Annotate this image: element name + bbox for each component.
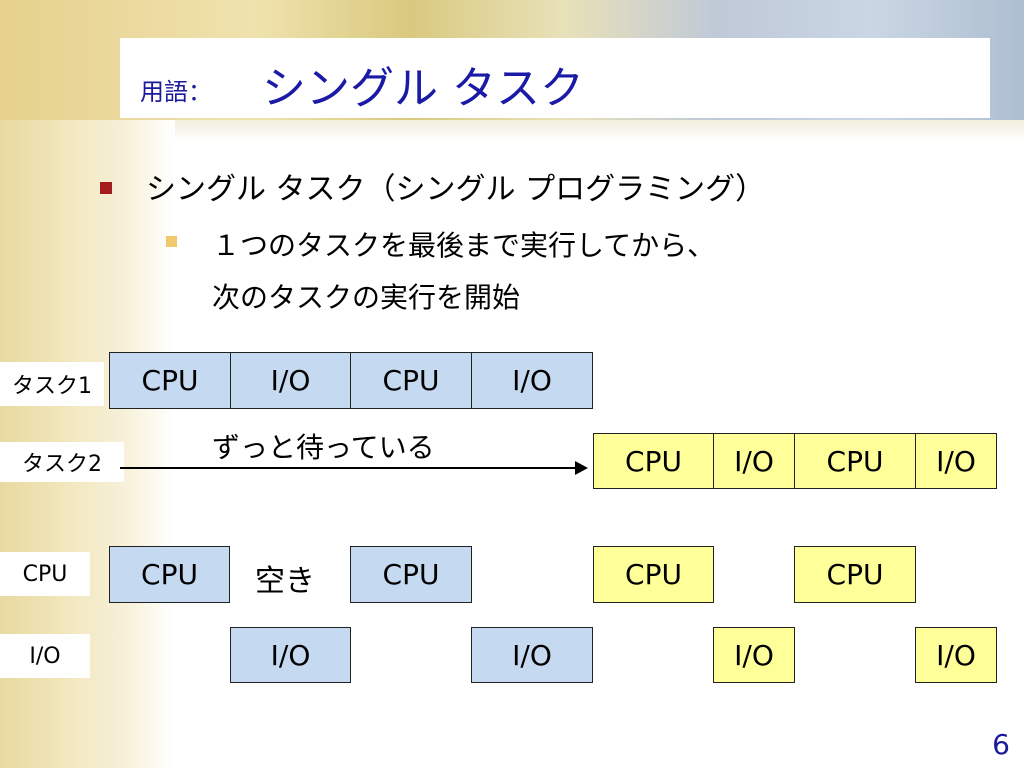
background-top-fade [175,120,1024,142]
task2-box-cpu-1: CPU [593,433,714,489]
task1-box-cpu-2: CPU [350,352,472,409]
square-bullet-icon [100,182,112,194]
io-timeline-task1-a: I/O [230,627,351,683]
title-panel [120,38,990,118]
task1-box-io-2: I/O [471,352,593,409]
row-label-task2: タスク2 [0,442,124,482]
task2-box-io-1: I/O [713,433,795,489]
page-number: 6 [992,728,1010,761]
cpu-timeline-task1-a: CPU [109,546,230,603]
square-bullet-icon [166,236,177,247]
bullet-level2-line1: １つのタスクを最後まで実行してから、 [212,229,716,262]
row-label-io: I/O [0,634,90,678]
title-prefix: 用語： [140,78,212,106]
task2-box-io-2: I/O [915,433,997,489]
io-timeline-task1-b: I/O [471,627,593,683]
bullet-level1: シングル タスク（シングル プログラミング） [146,172,766,207]
task2-box-cpu-2: CPU [794,433,916,489]
cpu-timeline-task2-a: CPU [593,546,714,603]
task1-box-cpu-1: CPU [109,352,231,409]
slide-title: シングル タスク [262,63,584,114]
task1-box-io-1: I/O [230,352,351,409]
cpu-timeline-task1-b: CPU [350,546,472,603]
io-timeline-task2-b: I/O [915,627,997,683]
io-timeline-task2-a: I/O [713,627,795,683]
row-label-task1: タスク1 [0,362,104,406]
waiting-label: ずっと待っている [212,431,435,464]
cpu-timeline-task2-b: CPU [794,546,916,603]
row-label-cpu: CPU [0,552,90,596]
cpu-idle-label: 空き [255,564,315,599]
wait-arrow-icon [120,461,588,475]
bullet-level2-line2: 次のタスクの実行を開始 [212,281,521,314]
